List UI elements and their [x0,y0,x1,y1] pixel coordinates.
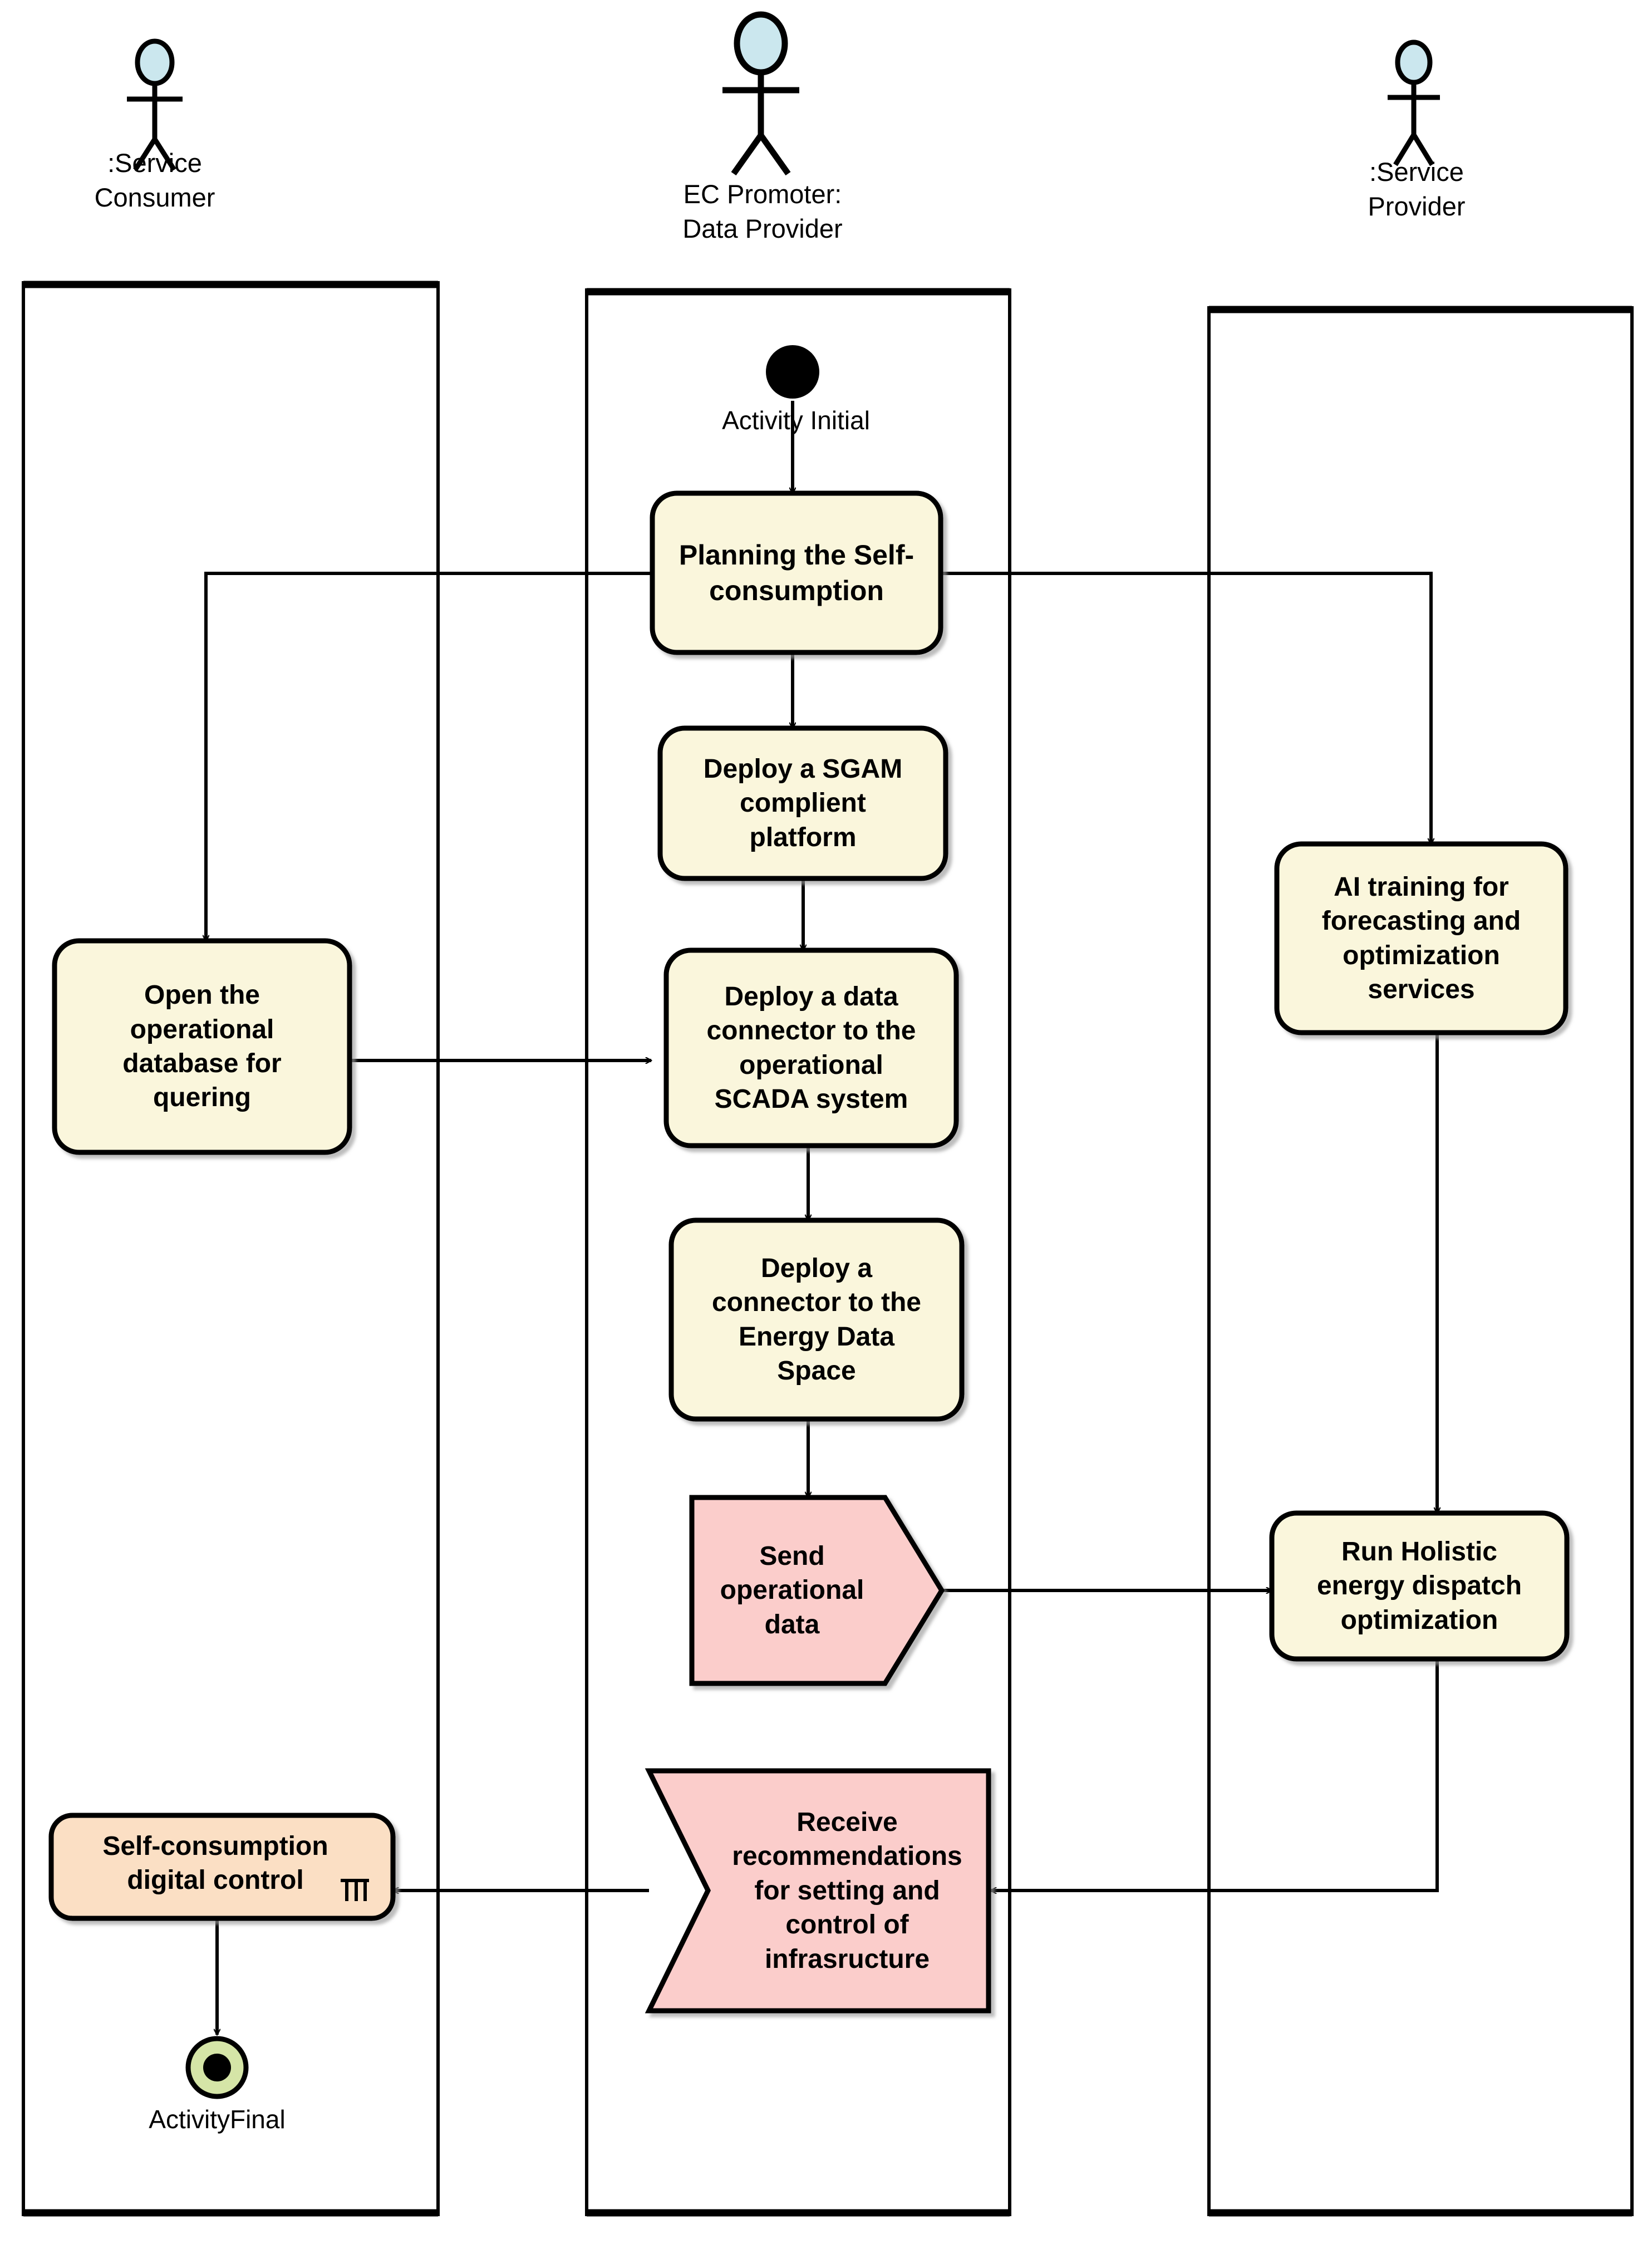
node-receive-recommendations[interactable] [645,1768,991,2014]
node-self-consumption-digital-control[interactable] [48,1813,396,1921]
actor-service-consumer-icon [127,38,183,171]
node-deploy-eds-connector[interactable] [668,1217,965,1422]
node-open-operational-database[interactable] [52,938,352,1155]
swimlane-service-consumer [22,281,440,2217]
swimlane-service-provider [1207,306,1634,2217]
swimlane-ec-promoter [585,288,1011,2217]
node-deploy-sgam-platform[interactable] [657,725,948,881]
activity-final-node [185,2036,249,2099]
actor-ec-promoter-icon [722,11,799,176]
activity-initial-node [766,345,819,399]
activity-initial-label: Activity Initial [722,406,870,435]
node-planning-self-consumption[interactable] [650,490,943,655]
actor-label-ec-promoter: EC Promoter: Data Provider [682,179,843,244]
flow-run-holistic-to-receive [991,1659,1439,1891]
activity-final-label: ActivityFinal [149,2105,286,2134]
node-send-operational-data[interactable] [689,1495,945,1686]
node-run-holistic-optimization[interactable] [1269,1510,1570,1662]
node-deploy-data-connector[interactable] [663,947,959,1148]
flow-planning-to-ai-training [941,572,1431,844]
actor-service-provider-icon [1388,40,1440,166]
subactivity-rake-icon [341,1879,369,1901]
actor-label-service-provider: :Service Provider [1368,157,1466,222]
node-ai-training[interactable] [1274,841,1569,1035]
flow-planning-to-open-database [206,572,652,941]
actor-label-service-consumer: :Service Consumer [94,148,215,213]
